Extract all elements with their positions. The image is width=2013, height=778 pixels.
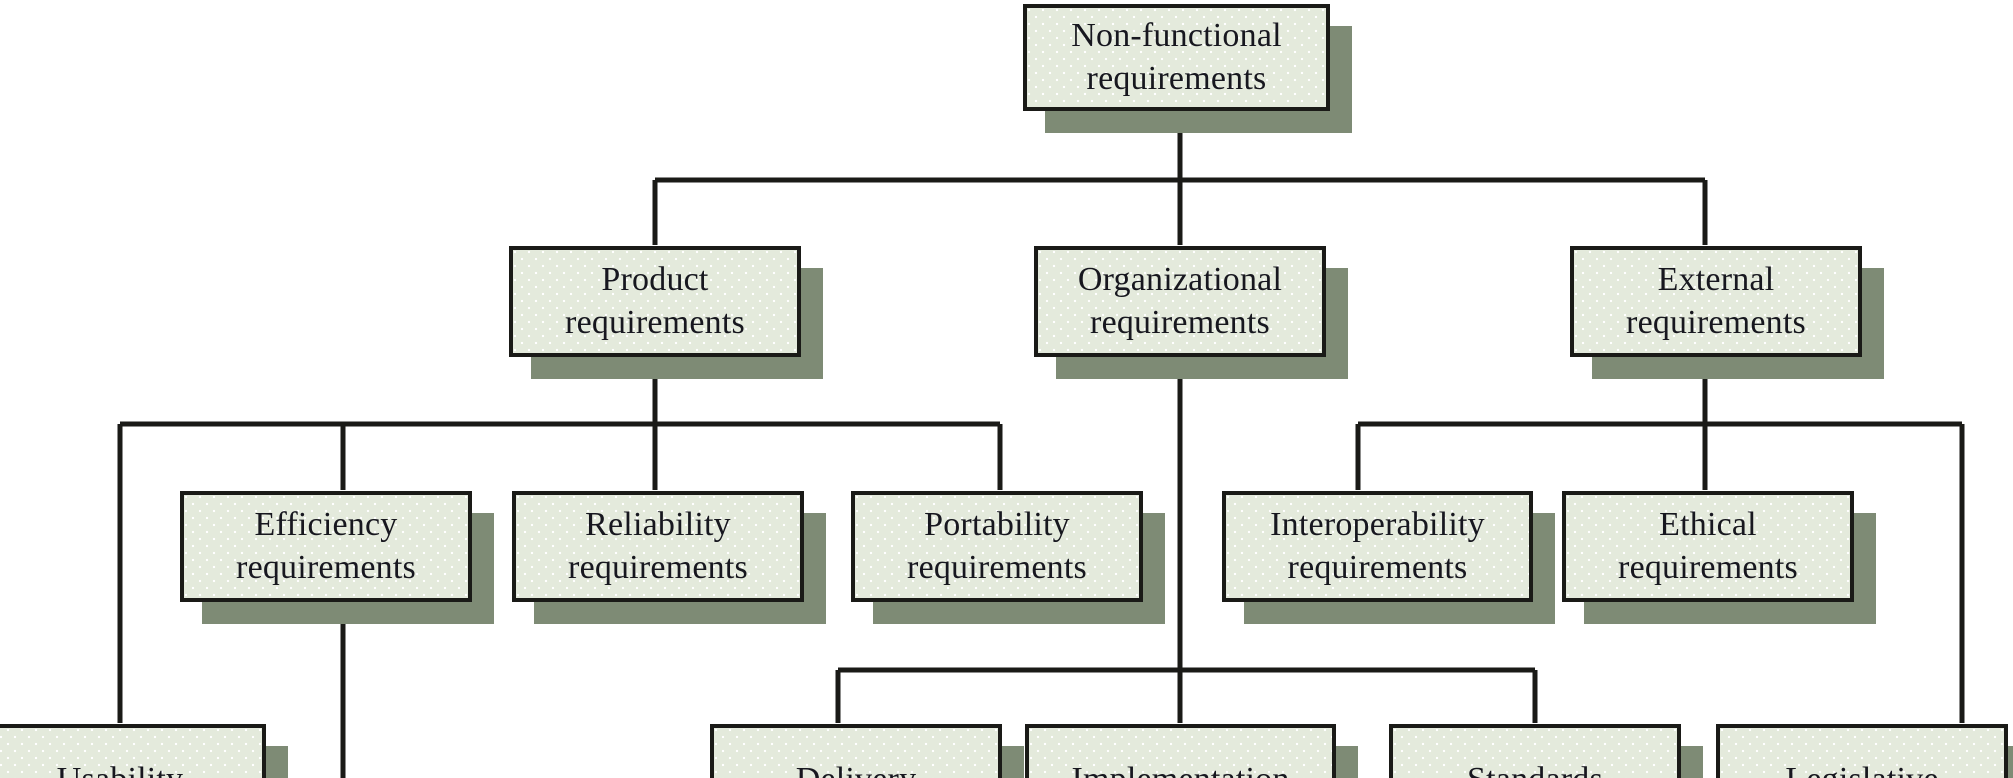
node-box[interactable]: Non-functional requirements	[1023, 4, 1330, 111]
node-box[interactable]: Usability	[0, 724, 266, 778]
node-label-line1: Portability	[924, 506, 1070, 544]
node-label-line2: requirements	[1090, 304, 1270, 341]
node-label-line1: Implementation	[1029, 759, 1332, 778]
node-interoperability-requirements[interactable]: Interoperability requirements	[1222, 491, 1555, 624]
node-label-line1: Usability	[0, 759, 262, 778]
node-non-functional-requirements[interactable]: Non-functional requirements	[1023, 4, 1352, 133]
node-label-line2: requirements	[1287, 549, 1468, 586]
node-label-line1: External	[1657, 261, 1775, 299]
node-portability-requirements[interactable]: Portability requirements	[851, 491, 1165, 624]
node-label-line1: Ethical	[1659, 506, 1757, 544]
node-product-requirements[interactable]: Product requirements	[509, 246, 823, 379]
node-label-line1: Organizational	[1077, 261, 1283, 299]
node-delivery[interactable]: Delivery	[710, 724, 1024, 778]
node-label-line1: Non-functional	[1071, 17, 1282, 55]
node-box[interactable]: Organizational requirements	[1034, 246, 1326, 357]
node-label-line1: Efficiency	[254, 506, 398, 544]
node-ethical-requirements[interactable]: Ethical requirements	[1562, 491, 1876, 624]
node-label-line1: Delivery	[714, 759, 998, 778]
node-external-requirements[interactable]: External requirements	[1570, 246, 1884, 379]
node-implementation[interactable]: Implementation	[1025, 724, 1358, 778]
node-box[interactable]: External requirements	[1570, 246, 1862, 357]
node-label-line1: Standards	[1393, 759, 1677, 778]
node-label-line2: requirements	[568, 549, 748, 586]
node-label-line2: requirements	[565, 304, 745, 341]
node-label-line1: Interoperability	[1270, 506, 1485, 544]
node-efficiency-requirements[interactable]: Efficiency requirements	[180, 491, 494, 624]
node-standards[interactable]: Standards	[1389, 724, 1703, 778]
node-label-line1: Reliability	[585, 506, 731, 544]
node-box[interactable]: Delivery	[710, 724, 1002, 778]
node-box[interactable]: Reliability requirements	[512, 491, 804, 602]
node-organizational-requirements[interactable]: Organizational requirements	[1034, 246, 1348, 379]
node-reliability-requirements[interactable]: Reliability requirements	[512, 491, 826, 624]
node-label-line1: Legislative	[1720, 759, 2004, 778]
node-legislative[interactable]: Legislative	[1716, 724, 2013, 778]
node-box[interactable]: Legislative	[1716, 724, 2008, 778]
node-box[interactable]: Product requirements	[509, 246, 801, 357]
node-label-line2: requirements	[907, 549, 1087, 586]
node-box[interactable]: Implementation	[1025, 724, 1336, 778]
node-box[interactable]: Portability requirements	[851, 491, 1143, 602]
node-box[interactable]: Ethical requirements	[1562, 491, 1854, 602]
node-label-line2: requirements	[236, 549, 416, 586]
node-label-line2: requirements	[1086, 60, 1267, 97]
node-label-line2: requirements	[1618, 549, 1798, 586]
node-box[interactable]: Efficiency requirements	[180, 491, 472, 602]
node-label-line1: Product	[601, 261, 709, 299]
node-box[interactable]: Interoperability requirements	[1222, 491, 1533, 602]
node-label-line2: requirements	[1626, 304, 1806, 341]
node-usability[interactable]: Usability	[0, 724, 288, 778]
node-box[interactable]: Standards	[1389, 724, 1681, 778]
